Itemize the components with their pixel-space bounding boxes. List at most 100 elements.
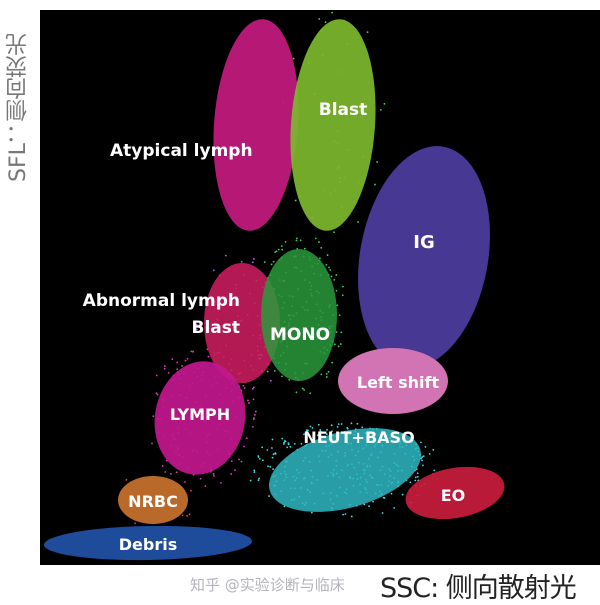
scatter-dot <box>318 18 321 20</box>
scatter-dot <box>342 285 344 288</box>
scatter-dot <box>268 495 270 497</box>
scatter-dot <box>306 433 309 435</box>
scatter-dot <box>274 452 277 455</box>
scatter-dot <box>190 350 193 353</box>
scatter-dot <box>335 289 338 292</box>
scatter-dot <box>379 108 382 111</box>
scatter-dot <box>428 452 431 455</box>
population-mono-ellipse <box>261 249 337 381</box>
scatter-dot <box>271 456 274 459</box>
scatter-dot <box>319 257 321 260</box>
scatter-dot <box>325 433 328 436</box>
scatter-dot <box>325 376 328 378</box>
scatter-dot <box>125 478 128 481</box>
scatter-dot <box>247 399 249 402</box>
scatter-dot <box>171 358 174 361</box>
scatter-dot <box>181 365 183 367</box>
scatter-dot <box>152 415 155 418</box>
scatter-dot <box>272 453 275 456</box>
scatter-dot <box>319 429 322 431</box>
scatter-dot <box>421 459 423 462</box>
population-debris-label: Debris <box>119 535 177 554</box>
scatter-dot <box>240 260 243 263</box>
scatter-dot <box>243 387 246 389</box>
scatter-dot <box>240 460 243 463</box>
scatter-dot <box>163 367 166 370</box>
scatter-dot <box>281 248 284 251</box>
scatter-dot <box>301 387 304 390</box>
scatter-dot <box>283 505 286 508</box>
scatter-dot <box>289 445 292 448</box>
population-nrbc-label: NRBC <box>128 492 178 511</box>
scatter-dot <box>161 465 164 467</box>
scatter-dot <box>330 424 333 427</box>
population-neut-baso-ellipse <box>269 428 421 512</box>
y-axis-label: SFL：侧向荧光 <box>6 33 31 182</box>
scatter-dot <box>242 384 245 387</box>
population-nrbc-ellipse <box>118 476 188 524</box>
scatter-dot <box>350 422 353 425</box>
scatter-dot <box>188 513 191 516</box>
scatter-dot <box>269 379 272 382</box>
scatter-dot <box>266 449 269 451</box>
scatter-dot <box>317 423 320 426</box>
scatter-dot <box>346 427 349 429</box>
scatter-dot <box>254 410 257 413</box>
scatter-dot <box>257 456 260 458</box>
scatter-dot <box>283 441 285 444</box>
population-blast-ellipse <box>290 19 376 231</box>
scatter-dot <box>270 263 273 266</box>
scatter-dot <box>320 373 323 376</box>
scatter-dot <box>184 481 186 483</box>
population-atypical-lymph-ellipse <box>213 19 299 231</box>
scatter-dot <box>336 304 339 307</box>
scatter-dot <box>325 372 328 375</box>
watermark: 知乎 @实验诊断与临床 <box>190 576 345 594</box>
scatter-dot <box>331 11 334 14</box>
scatter-dot <box>197 324 199 327</box>
scatter-dot <box>344 513 347 515</box>
scatter-dot <box>326 428 328 431</box>
scatter-dot <box>324 21 327 24</box>
scatter-dot <box>252 261 254 264</box>
scatter-dot <box>327 370 330 373</box>
population-ig-ellipse <box>358 146 490 368</box>
scatter-dot <box>189 489 192 492</box>
scatter-dot <box>281 437 284 440</box>
scatter-dot <box>181 514 184 517</box>
scatter-dot <box>312 436 315 439</box>
scatter-dot <box>401 493 404 496</box>
scatter-dot <box>275 250 278 253</box>
scatter-dot <box>245 437 248 440</box>
scatter-dot <box>170 472 172 475</box>
scatter-dot <box>184 359 187 362</box>
scatter-dot <box>432 448 435 451</box>
scatter-dot <box>262 459 264 462</box>
population-debris-ellipse <box>44 525 252 561</box>
scatter-dot <box>326 254 329 257</box>
scatter-dot <box>253 413 256 416</box>
scatter-dot <box>204 485 207 488</box>
scatter-dot <box>134 522 136 525</box>
scatter-dot <box>282 443 285 445</box>
scatter-dot <box>212 473 215 475</box>
scatter-dot <box>186 515 188 517</box>
scatter-dot <box>257 479 260 482</box>
scatter-dot <box>342 513 345 516</box>
scatter-dot <box>374 183 376 186</box>
scatter-dot <box>320 246 323 249</box>
scatter-dot <box>368 505 370 508</box>
scatter-dot <box>294 199 297 202</box>
scatter-dot <box>393 506 396 509</box>
scatter-dot <box>340 331 343 334</box>
scatter-dot <box>287 442 290 445</box>
scatter-dot <box>175 471 178 474</box>
scatter-dot <box>336 425 339 428</box>
scatter-dot <box>335 331 338 333</box>
scatter-dot <box>271 438 274 441</box>
scatter-dot <box>238 458 240 461</box>
scatter-dot <box>316 434 319 437</box>
scatter-dot <box>267 465 269 468</box>
scatter-dot <box>376 161 378 163</box>
scatter-dot <box>333 278 336 281</box>
